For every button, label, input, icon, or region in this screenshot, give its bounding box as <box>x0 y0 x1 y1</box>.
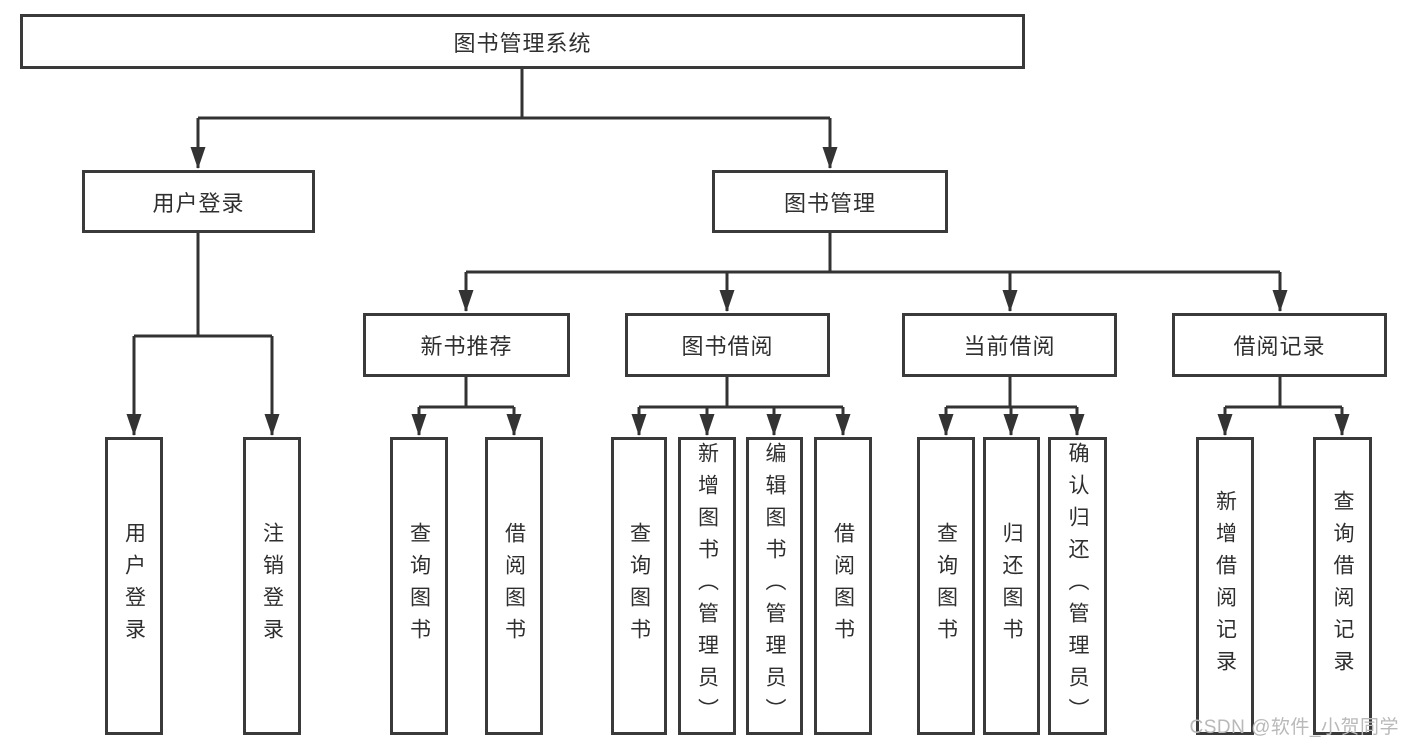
leaf-logout-label: 注销登录 <box>260 522 284 650</box>
leaf-edit-book-admin: 编辑图书（管理员） <box>746 437 803 735</box>
node-library-system: 图书管理系统 <box>20 14 1025 69</box>
node-new-book-recommend-label: 新书推荐 <box>420 334 513 359</box>
node-borrowing-records-label: 借阅记录 <box>1233 334 1326 359</box>
leaf-confirm-return-admin-label: 确认归还（管理员） <box>1066 442 1089 730</box>
node-new-book-recommend: 新书推荐 <box>363 313 570 377</box>
leaf-add-book-admin: 新增图书（管理员） <box>678 437 736 735</box>
leaf-query-books-borrow: 查询图书 <box>611 437 667 735</box>
leaf-query-books-current: 查询图书 <box>917 437 975 735</box>
node-book-borrowing: 图书借阅 <box>625 313 830 377</box>
leaf-confirm-return-admin: 确认归还（管理员） <box>1048 437 1107 735</box>
leaf-query-books-recommend: 查询图书 <box>390 437 448 735</box>
leaf-query-books-recommend-label: 查询图书 <box>407 522 431 650</box>
leaf-user-login: 用户登录 <box>105 437 163 735</box>
node-user-login: 用户登录 <box>82 170 315 233</box>
leaf-logout: 注销登录 <box>243 437 301 735</box>
leaf-return-books-label: 归还图书 <box>1000 522 1023 650</box>
node-current-borrowing-label: 当前借阅 <box>963 334 1056 359</box>
leaf-borrow-books-recommend-label: 借阅图书 <box>502 522 526 650</box>
leaf-query-borrow-record-label: 查询借阅记录 <box>1331 490 1354 682</box>
leaf-borrow-books: 借阅图书 <box>814 437 872 735</box>
leaf-add-borrow-record-label: 新增借阅记录 <box>1213 490 1237 682</box>
leaf-query-borrow-record: 查询借阅记录 <box>1313 437 1372 735</box>
node-book-borrowing-label: 图书借阅 <box>681 334 774 359</box>
leaf-query-books-current-label: 查询图书 <box>934 522 958 650</box>
node-book-management: 图书管理 <box>712 170 948 233</box>
leaf-borrow-books-label: 借阅图书 <box>831 522 855 650</box>
node-borrowing-records: 借阅记录 <box>1172 313 1387 377</box>
leaf-add-book-admin-label: 新增图书（管理员） <box>695 442 719 730</box>
watermark: CSDN @软件_小贺同学 <box>1189 717 1399 738</box>
node-book-management-label: 图书管理 <box>783 190 876 216</box>
leaf-return-books: 归还图书 <box>983 437 1040 735</box>
leaf-add-borrow-record: 新增借阅记录 <box>1196 437 1254 735</box>
leaf-user-login-label: 用户登录 <box>122 522 146 650</box>
node-library-system-label: 图书管理系统 <box>453 30 592 56</box>
node-user-login-label: 用户登录 <box>152 190 245 216</box>
leaf-edit-book-admin-label: 编辑图书（管理员） <box>763 442 786 730</box>
node-current-borrowing: 当前借阅 <box>902 313 1117 377</box>
leaf-query-books-borrow-label: 查询图书 <box>627 522 651 650</box>
leaf-borrow-books-recommend: 借阅图书 <box>485 437 543 735</box>
